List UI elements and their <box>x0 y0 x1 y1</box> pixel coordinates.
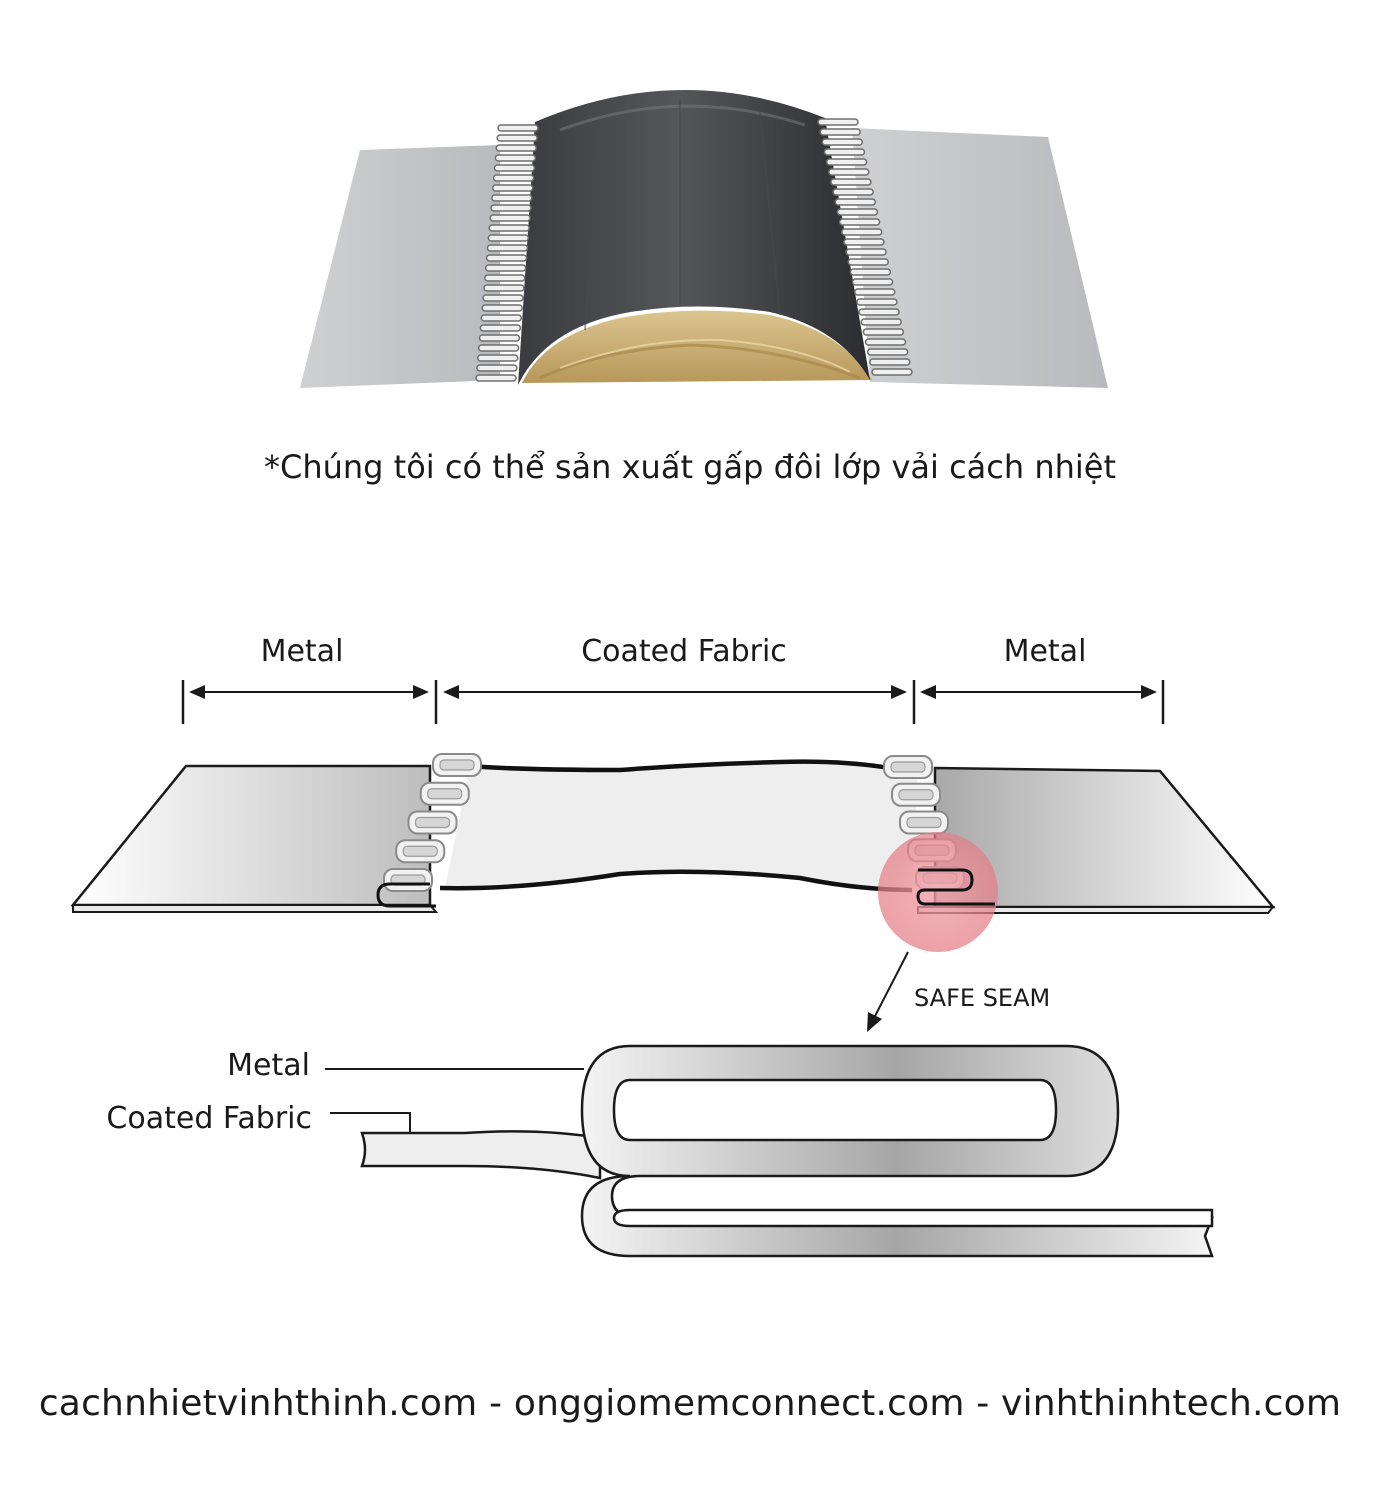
safe-seam-label: SAFE SEAM <box>914 984 1050 1012</box>
seam-clip <box>395 839 446 864</box>
photo-clip <box>484 264 527 272</box>
photo-clip <box>847 258 889 266</box>
seam-clip <box>899 810 949 835</box>
photo-clip <box>486 244 529 252</box>
dimension-lines <box>181 680 1165 724</box>
photo-clip <box>497 124 539 132</box>
right-clip-column <box>817 118 913 376</box>
photo-clip <box>481 304 523 312</box>
photo-clip <box>477 354 519 362</box>
photo-clip <box>843 238 885 246</box>
photo-clip <box>856 298 898 306</box>
seam-clip <box>407 810 458 835</box>
photo-clip <box>495 144 537 152</box>
safe-seam-callout <box>867 951 909 1032</box>
dim-left-label: Metal <box>261 634 344 669</box>
product-photo <box>300 89 1108 388</box>
photo-clip <box>484 274 526 282</box>
photo-clip <box>828 168 870 176</box>
photo-clip <box>864 338 907 346</box>
seam-clip <box>419 781 470 806</box>
photo-clip <box>479 324 522 332</box>
photo-clip <box>832 188 874 196</box>
insulation-wool <box>522 310 872 383</box>
photo-clip <box>821 138 864 146</box>
safe-seam-highlight <box>878 832 998 952</box>
photo-clip <box>836 208 879 216</box>
left-clip-column <box>475 124 539 382</box>
seam-clip <box>883 755 933 779</box>
joint-schematic <box>70 753 1276 952</box>
photo-clip <box>841 228 883 236</box>
photo-clip <box>483 284 525 292</box>
seam-clip <box>891 782 941 807</box>
photo-clip <box>830 178 872 186</box>
seam-detail <box>325 1044 1214 1258</box>
photo-clip <box>490 204 532 212</box>
photo-clip <box>858 308 900 316</box>
photo-clip <box>823 148 866 156</box>
photo-clip <box>494 154 537 162</box>
dim-right-label: Metal <box>1004 634 1087 669</box>
right-metal-plate <box>852 128 1108 388</box>
photo-clip <box>485 254 528 262</box>
photo-clip <box>493 164 536 172</box>
photo-clip <box>845 248 887 256</box>
footer-websites: cachnhietvinhthinh.com - onggiomemconnec… <box>38 1383 1342 1424</box>
photo-clip <box>475 374 517 382</box>
photo-clip <box>862 328 905 336</box>
photo-clip <box>866 348 909 356</box>
detail-fabric-strip <box>360 1130 602 1180</box>
photo-clip <box>853 288 896 296</box>
left-metal-sheet <box>70 764 432 907</box>
photo-clip <box>491 184 534 192</box>
photo-clip <box>819 128 861 136</box>
photo-clip <box>860 318 902 326</box>
photo-clip <box>476 364 518 372</box>
photo-clip <box>487 234 530 242</box>
detail-fabric-label: Coated Fabric <box>106 1101 312 1136</box>
photo-clip <box>477 344 520 352</box>
photo-clip <box>869 358 911 366</box>
fabric-panel <box>445 761 918 890</box>
left-metal-plate <box>300 145 500 388</box>
photo-clip <box>851 278 894 286</box>
photo-clip <box>849 268 892 276</box>
photo-clip <box>871 368 913 376</box>
photo-clip <box>491 194 533 202</box>
photo-clip <box>825 158 868 166</box>
photo-clip <box>838 218 881 226</box>
seam-clip <box>383 868 433 892</box>
photo-clip <box>496 134 538 142</box>
photo-clip <box>489 214 531 222</box>
detail-metal-label: Metal <box>227 1048 310 1083</box>
photo-clip <box>817 118 859 126</box>
photo-clip <box>482 294 524 302</box>
photo-clip <box>834 198 877 206</box>
dim-center-label: Coated Fabric <box>581 634 787 669</box>
photo-clip <box>488 224 530 232</box>
photo-caption: *Chúng tôi có thể sản xuất gấp đôi lớp v… <box>263 448 1117 486</box>
photo-clip <box>492 174 535 182</box>
seam-clip <box>432 753 482 777</box>
photo-clip <box>478 334 521 342</box>
coated-fabric-dome <box>518 89 870 385</box>
photo-clip <box>480 314 523 322</box>
